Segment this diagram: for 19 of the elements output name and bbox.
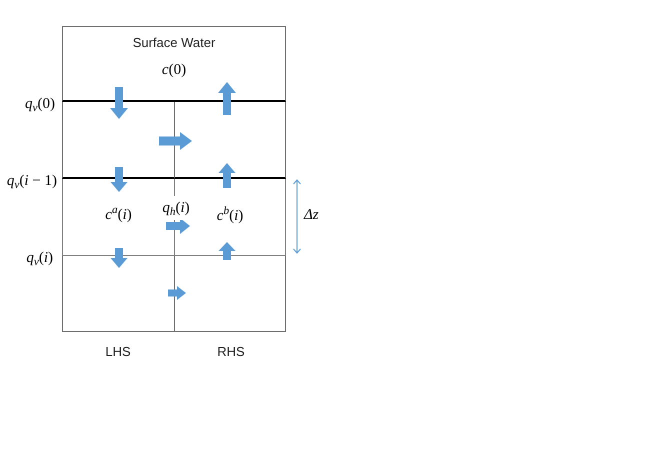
formula-label: c$^{a}$(i) [105, 206, 132, 224]
column-label: LHS [105, 344, 131, 360]
flow-arrow [168, 286, 186, 300]
formula-label: c$^{b}$(i) [216, 207, 244, 225]
region-title: Surface Water [132, 35, 216, 51]
flow-arrow [159, 132, 192, 150]
flow-arrow [110, 248, 128, 268]
flow-arrow [218, 242, 236, 260]
formula-label: c(0) [162, 61, 186, 79]
flow-arrow [166, 218, 190, 234]
column-label: RHS [217, 344, 245, 360]
flow-arrow [110, 167, 128, 192]
flow-arrow [218, 82, 236, 115]
flow-arrow [218, 163, 236, 188]
dimension-label: Δz [304, 206, 319, 224]
flux-label: q$_{v}$(i − 1) [6, 172, 57, 190]
flux-label: q$_{h}$(i) [162, 199, 190, 217]
flux-label: q$_{v}$(i) [26, 249, 53, 267]
flux-label: q$_{v}$(0) [25, 95, 55, 113]
